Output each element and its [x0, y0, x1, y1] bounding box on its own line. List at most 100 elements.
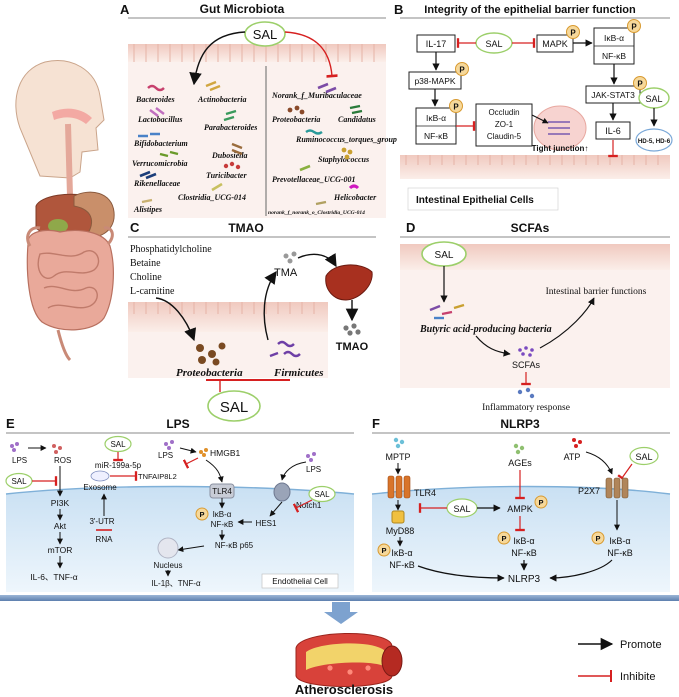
atp-glyph — [572, 438, 582, 448]
sal-inhibit-arrow — [284, 31, 338, 78]
taxa-left-list: Bacteroides Actinobacteria Lactobacillus… — [132, 95, 257, 214]
bacteria-scfa-arrow — [475, 335, 511, 357]
panel-a: A Gut Microbiota SAL Bacteroides Actinob… — [120, 2, 397, 218]
rna-label: RNA — [96, 535, 114, 544]
panel-b-title: Integrity of the epithelial barrier func… — [424, 4, 636, 16]
barrier-label: Intestinal barrier functions — [546, 286, 647, 297]
ros-label: ROS — [54, 456, 71, 465]
hd-label: HD-5, HD-6 — [638, 138, 671, 145]
taxon-r7: Helicobacter — [333, 193, 377, 202]
taxon-r3: Candidatus — [338, 115, 376, 124]
notch-hes1-arrow — [269, 501, 283, 517]
sal-b1-label: SAL — [485, 39, 502, 49]
p2x7-label: P2X7 — [578, 486, 600, 496]
panel-a-membrane — [128, 44, 386, 62]
nfkb-f3-label: NF-κB — [607, 548, 633, 558]
sal-f2-label: SAL — [635, 452, 652, 462]
p38-label: p38-MAPK — [414, 76, 455, 86]
p-badge-ampk — [534, 495, 548, 509]
sal-label: SAL — [253, 27, 278, 42]
tj-proteins-box — [475, 103, 533, 147]
lps-glyph-1 — [10, 442, 19, 452]
p-badge-f3-label: P — [595, 534, 600, 543]
nfkb-f1-label: NF-κB — [389, 560, 415, 570]
panel-b-membrane — [400, 155, 670, 179]
tnfaip-label: TNFAIP8L2 — [138, 472, 177, 481]
sal-e1-label: SAL — [11, 477, 27, 486]
proteobacteria-glyphs — [196, 342, 226, 366]
bacteria-label: Butyric acid-producing bacteria — [419, 324, 552, 335]
taxa-right-list: Norank_f_Muribaculaceae Proteobacteria C… — [268, 91, 397, 216]
p-badge-f3 — [591, 531, 605, 545]
p2x7-receptor — [605, 477, 629, 499]
inflam-label: Inflammatory response — [482, 402, 570, 413]
panel-c-title: TMAO — [228, 221, 263, 235]
artery-illustration — [295, 633, 403, 687]
panel-d: D SCFAs SAL Butyric acid-producing bacte… — [400, 220, 670, 413]
panel-c-membrane — [128, 302, 328, 332]
tj-arrow — [531, 114, 549, 124]
p-badge-f1 — [377, 543, 391, 557]
panel-d-letter: D — [406, 220, 415, 235]
ampk-label: AMPK — [507, 504, 533, 514]
legend: Promote Inhibite — [578, 637, 662, 683]
tj-occludin: Occludin — [488, 108, 519, 117]
nfkb-label-b2: NF-κB — [602, 51, 626, 61]
sal-promote-arrow — [189, 31, 246, 86]
sal-b2-label: SAL — [645, 94, 662, 104]
p-badge-f1-label: P — [381, 546, 386, 555]
nfkb-f2-label: NF-κB — [511, 548, 537, 558]
taxon-1: Bacteroides — [135, 95, 175, 104]
sal-e3-label: SAL — [314, 490, 330, 499]
taxon-4: Parabacteroides — [204, 123, 257, 132]
sal-e2-label: SAL — [110, 440, 126, 449]
taxon-r6: Prevotellaceae_UCG-001 — [272, 175, 356, 184]
panel-f-title: NLRP3 — [500, 417, 540, 431]
sal-e2-node — [104, 435, 132, 453]
endothelial-label-box — [261, 573, 339, 589]
exosome-label: Exosome — [83, 483, 117, 492]
ikb-f1-label: IκB-α — [391, 548, 412, 558]
scfas-label: SCFAs — [512, 360, 541, 370]
nutrients-arrow — [155, 297, 197, 342]
taxon-r4: Ruminococcus_torques_group — [295, 135, 397, 144]
jak-label: JAK-STAT3 — [591, 90, 635, 100]
taxon-2: Actinobacteria — [197, 95, 246, 104]
sal-node — [244, 21, 286, 47]
nucleus-glyph — [157, 537, 179, 559]
panel-c-microvilli — [133, 302, 315, 314]
ikb-e-label: IκB-α — [213, 510, 232, 519]
tlr4-e-label: TLR4 — [212, 487, 232, 496]
akt-label: Akt — [54, 521, 67, 531]
sal-c-node — [207, 390, 261, 422]
notch-label: Notch1 — [296, 501, 322, 510]
p-badge-jak — [633, 76, 647, 90]
nfkb1-nlrp3-arrow — [417, 565, 505, 582]
myd88-glyph — [391, 510, 405, 524]
atp-p2x7-arrow — [585, 451, 613, 475]
taxon-7: Verrucomicrobia — [132, 159, 188, 168]
ikb-f2-label: IκB-α — [513, 536, 534, 546]
human-anatomy-illustration — [15, 60, 115, 362]
ages-glyph — [513, 443, 525, 455]
mptp-glyph — [393, 437, 405, 449]
mtor-label: mTOR — [48, 545, 73, 555]
tmao-label: TMAO — [336, 341, 369, 353]
firmicutes-label: Firmicutes — [273, 367, 324, 379]
p-badge-f2-label: P — [501, 534, 506, 543]
hmgb1-tlr4-arrow — [205, 459, 224, 483]
sal-p2x7-inhibit — [617, 463, 633, 482]
p-badge-e — [195, 507, 209, 521]
bottom-section: Atherosclerosis Promote Inhibite — [0, 595, 679, 697]
scfa-dots — [518, 346, 534, 357]
il17-label: IL-17 — [426, 39, 447, 49]
nutrient-2: Betaine — [130, 258, 161, 269]
panel-f-letter: F — [372, 416, 380, 431]
taxon-6: Dubosiella — [211, 151, 248, 160]
taxon-r5: Staphylococcus — [318, 155, 369, 164]
proteobacteria-label: Proteobacteria — [176, 367, 243, 379]
bacteria-tma-arrow — [263, 270, 277, 341]
cell-body-f — [372, 486, 670, 592]
atp-label: ATP — [564, 452, 581, 462]
p-badge-b1-label: P — [453, 103, 459, 112]
